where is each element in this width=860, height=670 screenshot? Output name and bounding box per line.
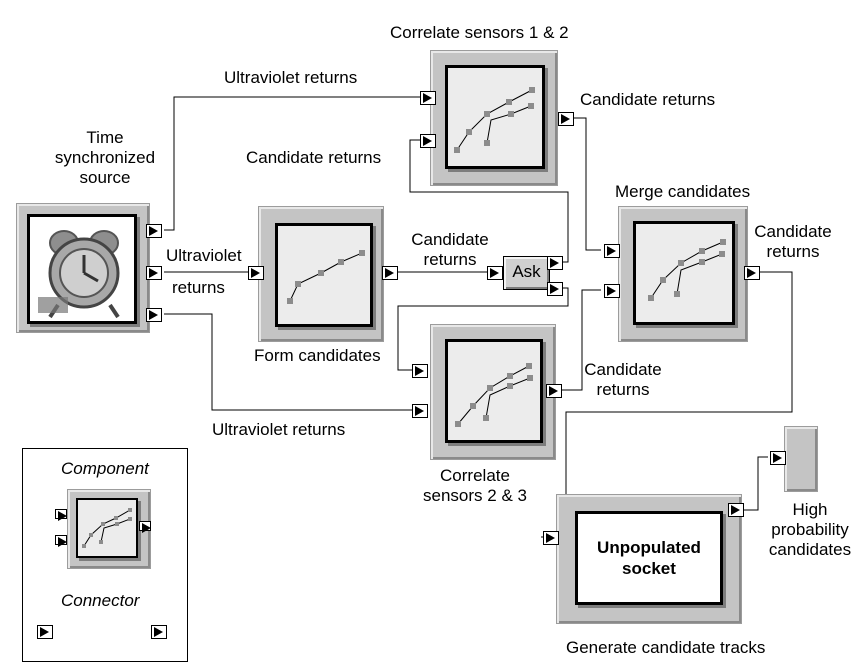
candidate-returns-corr12-label: Candidate returns xyxy=(580,90,716,109)
corr12-inner xyxy=(445,65,545,169)
form-inner xyxy=(275,223,373,327)
merge-in-port-1[interactable] xyxy=(604,244,620,258)
generate-out-port[interactable] xyxy=(728,503,744,517)
legend-in-port-1 xyxy=(55,509,67,521)
legend-connector-label: Connector xyxy=(61,591,140,610)
ask-in-port[interactable] xyxy=(487,266,503,280)
corr23-out-port[interactable] xyxy=(546,384,562,398)
form-candidates-component[interactable] xyxy=(258,206,384,342)
connector-uv-bottom xyxy=(164,313,420,411)
generate-title: Generate candidate tracks xyxy=(566,638,766,657)
legend-connector-start-port xyxy=(37,625,53,639)
corr12-in-port-2[interactable] xyxy=(420,134,436,148)
legend-component-label: Component xyxy=(61,459,149,478)
corr12-component[interactable] xyxy=(430,50,558,186)
ask-out-port-2[interactable] xyxy=(547,282,563,296)
legend-box: Component Connector xyxy=(22,448,188,662)
corr12-title: Correlate sensors 1 & 2 xyxy=(390,23,569,42)
ask-button[interactable]: Ask xyxy=(503,256,550,290)
connector-ask-corr23-in xyxy=(397,287,569,371)
connector-generate-high xyxy=(741,456,768,511)
corr12-out-port[interactable] xyxy=(558,112,574,126)
corr23-in-port-1[interactable] xyxy=(412,364,428,378)
merge-inner xyxy=(633,221,735,325)
ultraviolet-mid-label: Ultraviolet xyxy=(166,246,242,265)
ask-out-port-1[interactable] xyxy=(547,256,563,270)
scatter-line-icon xyxy=(287,250,365,304)
connector-corr12-merge xyxy=(572,117,601,251)
merge-component[interactable] xyxy=(618,206,748,342)
scatter-line-icon xyxy=(455,363,533,427)
connector-uv-top xyxy=(164,96,420,231)
uv-returns-top-label: Ultraviolet returns xyxy=(224,68,358,87)
high-probability-in-port[interactable] xyxy=(770,451,786,465)
candidate-returns-left-label: Candidate returns xyxy=(246,148,382,167)
form-out-port[interactable] xyxy=(382,266,398,280)
legend-in-port-2 xyxy=(55,535,67,547)
connector-corr23-merge xyxy=(560,289,601,391)
generate-in-port[interactable] xyxy=(543,531,559,545)
form-title: Form candidates xyxy=(254,346,381,365)
merge-title: Merge candidates xyxy=(615,182,751,201)
corr23-in-port-2[interactable] xyxy=(412,404,428,418)
source-out-port-3[interactable] xyxy=(146,308,162,322)
scatter-line-icon xyxy=(454,87,535,153)
scatter-line-icon xyxy=(82,508,132,548)
uv-returns-bottom-label: Ultraviolet returns xyxy=(212,420,346,439)
legend-component-icon xyxy=(67,489,151,569)
legend-connector-end-port xyxy=(151,625,167,639)
form-in-port[interactable] xyxy=(248,266,264,280)
legend-out-port xyxy=(139,521,151,533)
scatter-line-icon xyxy=(648,239,726,301)
corr23-inner xyxy=(445,339,543,443)
merge-in-port-2[interactable] xyxy=(604,284,620,298)
connector-ask-corr12-in xyxy=(409,139,569,263)
source-out-port-1[interactable] xyxy=(146,224,162,238)
legend-component-inner xyxy=(76,498,138,558)
source-inner xyxy=(27,214,137,324)
alarm-clock-icon xyxy=(38,230,120,319)
high-probability-component[interactable] xyxy=(784,426,818,492)
merge-out-port[interactable] xyxy=(744,266,760,280)
source-out-port-2[interactable] xyxy=(146,266,162,280)
corr12-in-port-1[interactable] xyxy=(420,91,436,105)
corr23-component[interactable] xyxy=(430,324,556,460)
source-component[interactable] xyxy=(16,203,150,333)
returns-mid-label: returns xyxy=(172,278,225,297)
